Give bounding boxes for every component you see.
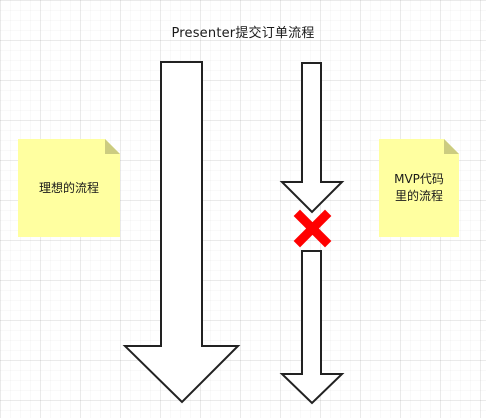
sticky-note-shape (18, 139, 120, 237)
mvp-upper-down-arrow-icon[interactable] (279, 62, 345, 214)
sticky-note-mvp-label: MVP代码 里的流程 (394, 172, 444, 203)
sticky-note-mvp-flow[interactable]: MVP代码 里的流程 (379, 139, 459, 237)
ideal-flow-down-arrow-icon[interactable] (122, 61, 241, 404)
mvp-lower-down-arrow-icon[interactable] (279, 250, 345, 405)
diagram-title: Presenter提交订单流程 (171, 26, 315, 41)
red-x-icon (293, 209, 332, 248)
sticky-note-shape (379, 139, 459, 237)
sticky-note-ideal-label: 理想的流程 (38, 180, 99, 195)
sticky-note-ideal-flow[interactable]: 理想的流程 (18, 139, 120, 237)
